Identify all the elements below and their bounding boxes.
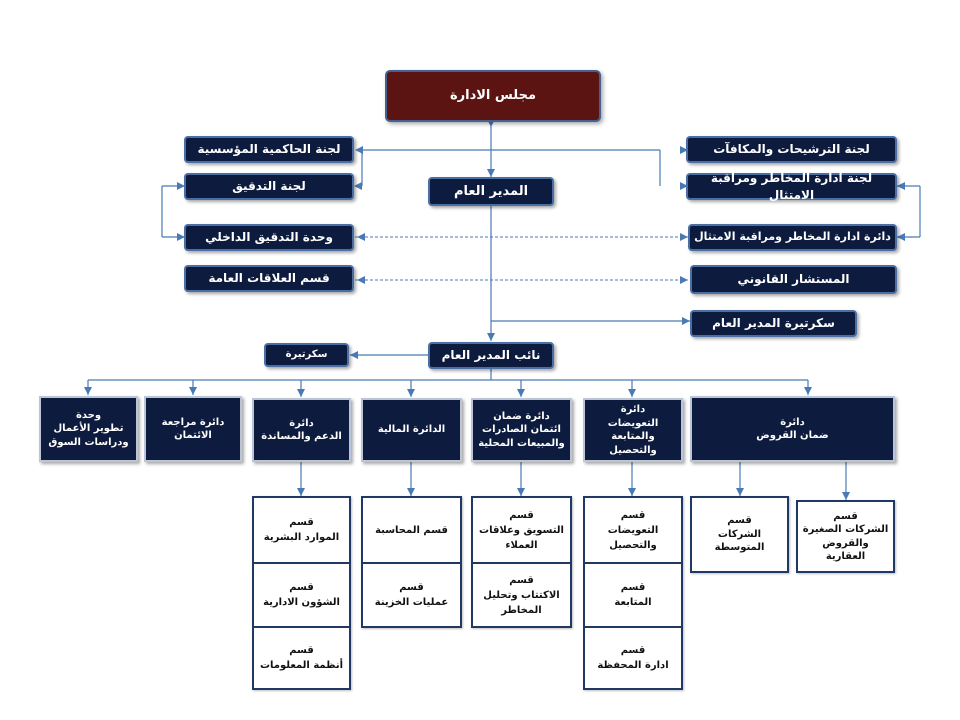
dept-export-credit-label: دائرة ضمان ائتمان الصادرات والمبيعات الم… (478, 410, 565, 449)
public-relations: قسم العلاقات العامة (184, 265, 354, 292)
dept-loan-guarantee: دائرة ضمان القروض (690, 396, 895, 462)
audit-committee: لجنة التدقيق (184, 173, 354, 200)
finance-sections: قسم المحاسبة قسم عمليات الخزينة (361, 496, 462, 628)
general-manager-label: المدير العام (453, 183, 529, 199)
risk-department-label: دائرة ادارة المخاطر ومراقبة الامتثال (694, 230, 891, 244)
export-credit-sections: قسم التسويق وعلاقات العملاء قسم الاكتتاب… (471, 496, 572, 628)
general-manager: المدير العام (428, 177, 554, 206)
section-medium-companies: قسم الشركات المتوسطة (690, 496, 789, 573)
support-sections: قسم الموارد البشرية قسم الشؤون الادارية … (252, 496, 351, 690)
risk-committee: لجنة ادارة المخاطر ومراقبة الامتثال (686, 171, 897, 202)
dept-business-development-label: وحدة تطوير الأعمال ودراسات السوق (48, 409, 129, 448)
dept-claims: دائرة التعويضات والمتابعة والتحصيل (583, 398, 683, 462)
section-info-systems-label: قسم أنظمة المعلومات (259, 645, 344, 671)
section-treasury: قسم عمليات الخزينة (363, 564, 460, 626)
internal-audit-label: وحدة التدقيق الداخلي (205, 230, 333, 245)
legal-advisor-label: المستشار القانوني (737, 272, 850, 287)
section-compensation: قسم التعويضات والتحصيل (585, 498, 681, 562)
section-portfolio-label: قسم ادارة المحفظة (597, 645, 669, 671)
legal-advisor: المستشار القانوني (690, 265, 897, 294)
governance-committee: لجنة الحاكمية المؤسسية (184, 136, 354, 163)
risk-department: دائرة ادارة المخاطر ومراقبة الامتثال (688, 224, 897, 251)
nominations-committee-label: لجنة الترشيحات والمكافآت (713, 142, 870, 157)
dept-support-label: دائرة الدعم والمساندة (261, 417, 342, 443)
dept-export-credit: دائرة ضمان ائتمان الصادرات والمبيعات الم… (471, 398, 572, 462)
divider (254, 626, 349, 628)
dept-business-development: وحدة تطوير الأعمال ودراسات السوق (39, 396, 138, 462)
section-portfolio: قسم ادارة المحفظة (585, 628, 681, 688)
divider (473, 562, 570, 564)
gm-secretary: سكرتيرة المدير العام (690, 310, 857, 337)
section-hr-label: قسم الموارد البشرية (263, 517, 340, 543)
divider (363, 562, 460, 564)
nominations-committee: لجنة الترشيحات والمكافآت (686, 136, 897, 163)
board-label: مجلس الادارة (449, 88, 537, 104)
section-underwriting: قسم الاكتتاب وتحليل المخاطر (473, 564, 570, 626)
gm-secretary-label: سكرتيرة المدير العام (712, 316, 835, 331)
dept-claims-label: دائرة التعويضات والمتابعة والتحصيل (607, 404, 659, 456)
dept-credit-review-label: دائرة مراجعة الائتمان (161, 416, 225, 442)
internal-audit-unit: وحدة التدقيق الداخلي (184, 224, 354, 251)
dept-loan-guarantee-label: دائرة ضمان القروض (756, 416, 829, 442)
section-followup-label: قسم المتابعة (614, 582, 652, 608)
dept-finance: الدائرة المالية (361, 398, 462, 462)
deputy-general-manager: نائب المدير العام (428, 342, 554, 369)
deputy-gm-label: نائب المدير العام (441, 348, 541, 363)
section-medium-companies-label: قسم الشركات المتوسطة (714, 515, 765, 554)
divider (585, 562, 681, 564)
deputy-secretary: سكرتيرة (264, 343, 349, 367)
claims-sections: قسم التعويضات والتحصيل قسم المتابعة قسم … (583, 496, 683, 690)
section-compensation-label: قسم التعويضات والتحصيل (607, 509, 659, 551)
section-accounting-label: قسم المحاسبة (375, 524, 448, 536)
divider (254, 562, 349, 564)
section-hr: قسم الموارد البشرية (254, 498, 349, 562)
dept-credit-review: دائرة مراجعة الائتمان (144, 396, 242, 462)
section-marketing-label: قسم التسويق وعلاقات العملاء (479, 509, 564, 551)
board-of-directors: مجلس الادارة (385, 70, 601, 122)
section-underwriting-label: قسم الاكتتاب وتحليل المخاطر (483, 574, 560, 616)
section-small-companies: قسم الشركات الصغيرة والقروض العقارية (796, 500, 895, 573)
section-accounting: قسم المحاسبة (363, 498, 460, 562)
section-followup: قسم المتابعة (585, 564, 681, 626)
section-info-systems: قسم أنظمة المعلومات (254, 628, 349, 688)
divider (585, 626, 681, 628)
risk-committee-label: لجنة ادارة المخاطر ومراقبة الامتثال (710, 171, 873, 202)
section-treasury-label: قسم عمليات الخزينة (374, 582, 449, 608)
deputy-secretary-label: سكرتيرة (285, 349, 328, 361)
dept-finance-label: الدائرة المالية (377, 424, 446, 436)
section-marketing: قسم التسويق وعلاقات العملاء (473, 498, 570, 562)
section-admin-affairs-label: قسم الشؤون الادارية (263, 582, 340, 608)
section-small-companies-label: قسم الشركات الصغيرة والقروض العقارية (802, 510, 889, 563)
audit-committee-label: لجنة التدقيق (232, 179, 306, 194)
section-admin-affairs: قسم الشؤون الادارية (254, 564, 349, 626)
governance-committee-label: لجنة الحاكمية المؤسسية (197, 142, 341, 157)
public-relations-label: قسم العلاقات العامة (208, 271, 330, 286)
dept-support: دائرة الدعم والمساندة (252, 398, 351, 462)
